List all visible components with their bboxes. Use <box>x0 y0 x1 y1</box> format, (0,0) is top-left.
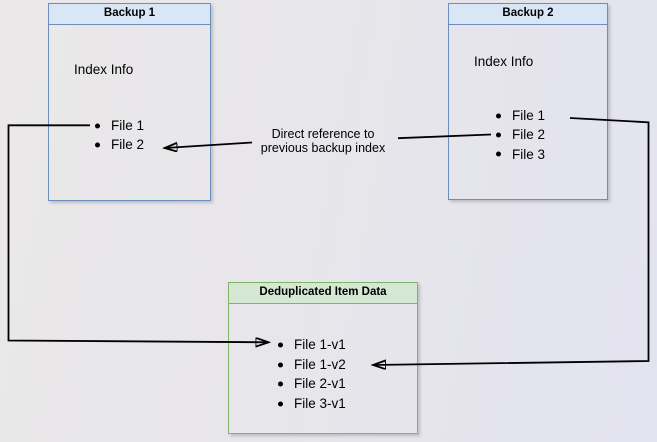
direct-reference-label-line1: Direct reference to <box>271 127 375 142</box>
backup1-header: Backup 1 <box>49 4 210 25</box>
list-item: File 1 <box>496 106 545 125</box>
list-item: File 1-v2 <box>278 355 346 375</box>
direct-reference-label-line2: previous backup index <box>260 141 386 155</box>
backup1-box: Backup 1 Index Info File 1 File 2 <box>48 3 211 201</box>
list-item: File 1 <box>95 116 144 135</box>
backup2-box: Backup 2 Index Info File 1 File 2 File 3 <box>448 3 608 200</box>
list-item: File 3 <box>496 145 545 164</box>
list-item: File 2 <box>95 135 144 154</box>
dedup-item-list: File 1-v1 File 1-v2 File 2-v1 File 3-v1 <box>278 335 346 414</box>
direct-reference-label: Direct reference to previous backup inde… <box>260 127 386 156</box>
list-item: File 1-v1 <box>278 335 346 355</box>
backup1-file-list: File 1 File 2 <box>95 116 144 155</box>
backup1-index-info-label: Index Info <box>74 62 134 77</box>
list-item: File 3-v1 <box>278 394 346 414</box>
backup2-file-list: File 1 File 2 File 3 <box>496 106 545 164</box>
dedup-box: Deduplicated Item Data File 1-v1 File 1-… <box>228 282 418 434</box>
list-item: File 2-v1 <box>278 374 346 394</box>
backup2-index-info-label: Index Info <box>474 54 534 69</box>
dedup-header: Deduplicated Item Data <box>229 283 417 304</box>
backup2-header: Backup 2 <box>449 4 607 25</box>
list-item: File 2 <box>496 125 545 144</box>
